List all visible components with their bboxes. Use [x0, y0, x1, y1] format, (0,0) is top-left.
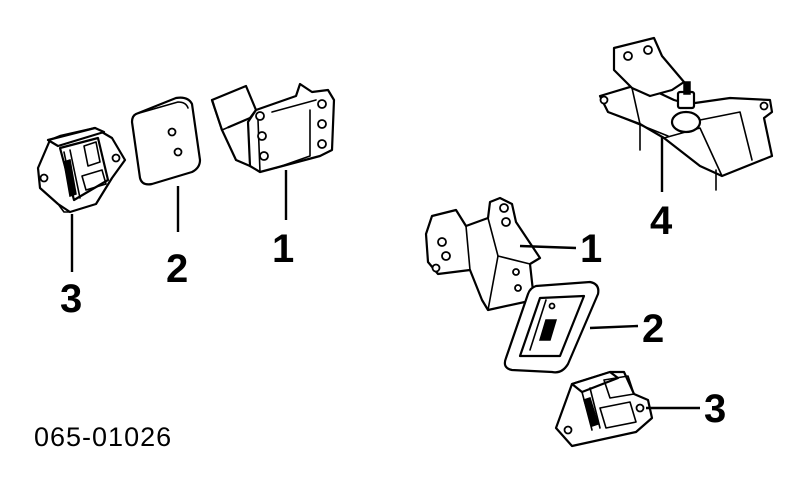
right-cushion-part [503, 280, 600, 374]
left-mount-insulator-part [36, 126, 127, 214]
left-cushion-part [130, 96, 202, 186]
callout-label: 2 [166, 247, 188, 291]
right-mount-insulator-part [554, 370, 654, 448]
callout-label: 1 [272, 227, 294, 271]
callout-label: 3 [704, 387, 726, 431]
right-bracket-part [424, 196, 542, 312]
callout-label: 2 [642, 307, 664, 351]
callout-label: 3 [60, 277, 82, 321]
callout-label: 1 [580, 227, 602, 271]
diagram-code: 065-01026 [34, 422, 172, 452]
leader-line [519, 244, 577, 250]
callout-label: 4 [650, 199, 673, 243]
leader-line [589, 324, 639, 330]
left-bracket-part [210, 82, 336, 174]
transmission-mount-part [598, 36, 774, 191]
